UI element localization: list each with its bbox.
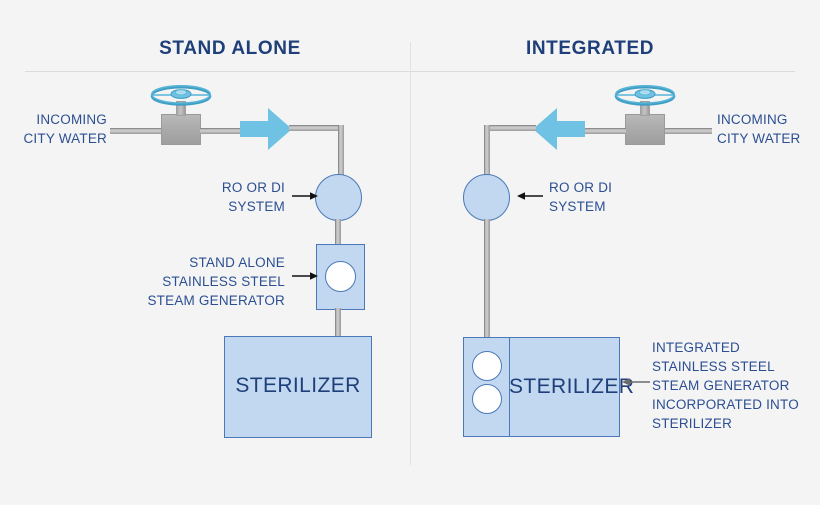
label-incoming-city-water-left: INCOMING CITY WATER — [23, 112, 107, 146]
callout-arrow-steam-generator-right — [622, 378, 650, 386]
callout-arrow-ro-di-left — [292, 192, 318, 200]
valve-body-left — [161, 114, 201, 145]
column-title-stand-alone: STAND ALONE — [159, 38, 301, 59]
steam-generator-port-left — [325, 261, 356, 292]
ro-di-circle-icon-left — [315, 174, 362, 221]
pipe-generator-to-sterilizer-left — [335, 308, 341, 338]
pipe-arrow-to-corner-left — [289, 125, 344, 131]
column-divider-vertical — [410, 42, 411, 465]
label-ro-di-system-right: RO OR DI SYSTEM — [549, 180, 613, 214]
integrated-generator-port-bottom — [472, 384, 502, 414]
callout-arrow-steam-generator-left — [292, 272, 318, 280]
pipe-inlet-left — [110, 128, 162, 134]
valve-stem-left — [176, 101, 186, 116]
valve-handwheel-icon-right — [614, 85, 676, 106]
label-steam-generator-left: STAND ALONE STAINLESS STEEL STEAM GENERA… — [147, 255, 285, 308]
valve-handwheel-icon-left — [150, 85, 212, 106]
label-steam-generator-right: INTEGRATED STAINLESS STEEL STEAM GENERAT… — [652, 340, 799, 431]
integrated-generator-port-top — [472, 351, 502, 381]
pipe-ro-to-sterilizer-right — [484, 219, 490, 339]
pipe-ro-to-generator-left — [335, 219, 341, 247]
pipe-inlet-right — [664, 128, 712, 134]
flow-arrow-right-icon — [240, 108, 292, 150]
sterilizer-box-icon-left — [224, 336, 372, 438]
ro-di-circle-icon-right — [463, 174, 510, 221]
label-sterilizer-left: STERILIZER — [235, 374, 361, 397]
callout-arrow-ro-di-right — [517, 192, 543, 200]
pipe-down-to-ro-right — [484, 125, 490, 185]
valve-body-right — [625, 114, 665, 145]
valve-stem-right — [640, 101, 650, 116]
pipe-valve-to-arrow-left — [200, 128, 242, 134]
label-ro-di-system-left: RO OR DI SYSTEM — [221, 180, 285, 214]
pipe-down-to-ro-left — [338, 125, 344, 185]
label-incoming-city-water-right: INCOMING CITY WATER — [717, 112, 801, 146]
column-title-integrated: INTEGRATED — [525, 38, 655, 59]
label-sterilizer-right: STERILIZER — [509, 375, 635, 398]
pipe-arrow-to-corner-right — [484, 125, 536, 131]
flow-arrow-left-icon — [533, 108, 585, 150]
sterilizer-internal-divider — [509, 337, 511, 437]
pipe-valve-to-arrow-right — [584, 128, 626, 134]
